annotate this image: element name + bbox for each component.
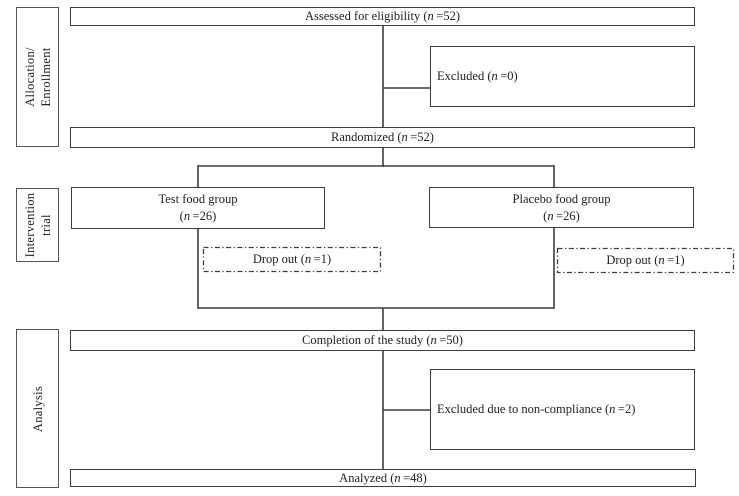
excluded-label: Excluded (n =0) bbox=[437, 69, 518, 83]
placebo-food-group-n: (n =26) bbox=[543, 208, 580, 223]
test-food-group-name: Test food group bbox=[158, 192, 238, 207]
stage-box-intervention-trial: Intervention trial bbox=[16, 188, 59, 262]
randomized-label: Randomized (n =52) bbox=[331, 130, 434, 144]
dropout-left-box-border bbox=[202, 246, 382, 273]
excluded-box: Excluded (n =0) bbox=[430, 46, 695, 107]
stage-box-analysis: Analysis bbox=[16, 329, 59, 488]
completion-box: Completion of the study (n =50) bbox=[70, 330, 695, 351]
stage-label-allocation-enrollment: Allocation/ Enrollment bbox=[22, 47, 53, 107]
test-food-group-n: (n =26) bbox=[179, 209, 217, 223]
stage-box-allocation-enrollment: Allocation/ Enrollment bbox=[16, 7, 59, 147]
dropout-right-box-border bbox=[556, 247, 735, 274]
dropout-left-box: Drop out (n =1) bbox=[204, 248, 380, 271]
analyzed-box: Analyzed (n =48) bbox=[70, 469, 696, 487]
dropout-right-label: Drop out (n =1) bbox=[606, 253, 685, 267]
randomized-box: Randomized (n =52) bbox=[70, 127, 695, 148]
test-food-group-box: Test food group (n =26) bbox=[71, 187, 325, 229]
analyzed-label: Analyzed (n =48) bbox=[339, 470, 427, 485]
dropout-right-box: Drop out (n =1) bbox=[558, 249, 733, 272]
excluded-noncompliance-label: Excluded due to non-compliance (n =2) bbox=[437, 402, 636, 416]
placebo-food-group-name: Placebo food group bbox=[512, 191, 611, 206]
assessed-eligibility-box: Assessed for eligibility (n =52) bbox=[70, 7, 695, 26]
stage-label-analysis: Analysis bbox=[30, 385, 45, 432]
excluded-noncompliance-box: Excluded due to non-compliance (n =2) bbox=[430, 369, 695, 450]
completion-label: Completion of the study (n =50) bbox=[302, 333, 463, 347]
stage-label-intervention-trial: Intervention trial bbox=[22, 192, 53, 258]
assessed-eligibility-label: Assessed for eligibility (n =52) bbox=[304, 9, 461, 23]
placebo-food-group-box: Placebo food group (n =26) bbox=[429, 187, 694, 228]
dropout-left-label: Drop out (n =1) bbox=[252, 252, 332, 266]
